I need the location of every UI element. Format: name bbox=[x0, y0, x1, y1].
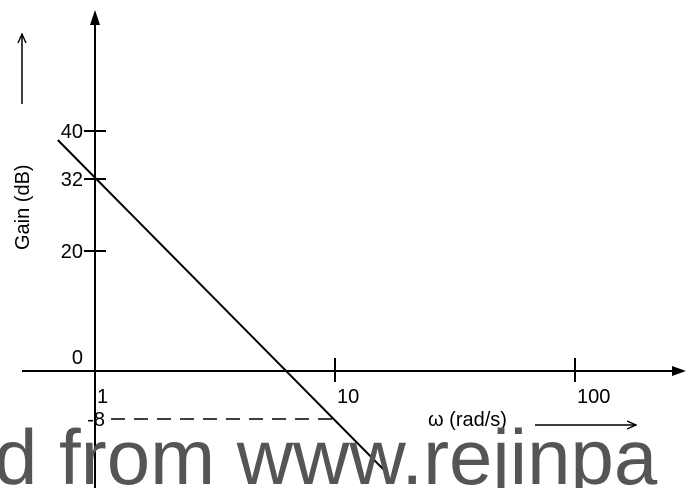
y-tick-label: 20 bbox=[61, 241, 83, 263]
y-tick-label: -8 bbox=[87, 409, 105, 431]
ticks-group: 40 32 20 0 -81 10 100 bbox=[61, 121, 611, 431]
x-tick-label: 10 bbox=[337, 386, 359, 408]
series-group bbox=[57, 139, 385, 471]
y-tick-label: 32 bbox=[61, 169, 83, 191]
x-tick-label: 1 bbox=[97, 386, 108, 408]
x-axis-arrowhead bbox=[672, 366, 686, 376]
gain-asymptote-line bbox=[57, 139, 385, 471]
y-axis-arrowhead bbox=[90, 10, 100, 25]
y-axis-label: Gain (dB) bbox=[12, 164, 34, 250]
x-tick-label: 100 bbox=[577, 386, 610, 408]
y-tick-label: 40 bbox=[61, 121, 83, 143]
watermark-text: d from www.rejinpa bbox=[0, 413, 658, 488]
y-tick-label: 0 bbox=[72, 347, 83, 369]
x-axis-label: ω (rad/s) bbox=[428, 409, 507, 431]
